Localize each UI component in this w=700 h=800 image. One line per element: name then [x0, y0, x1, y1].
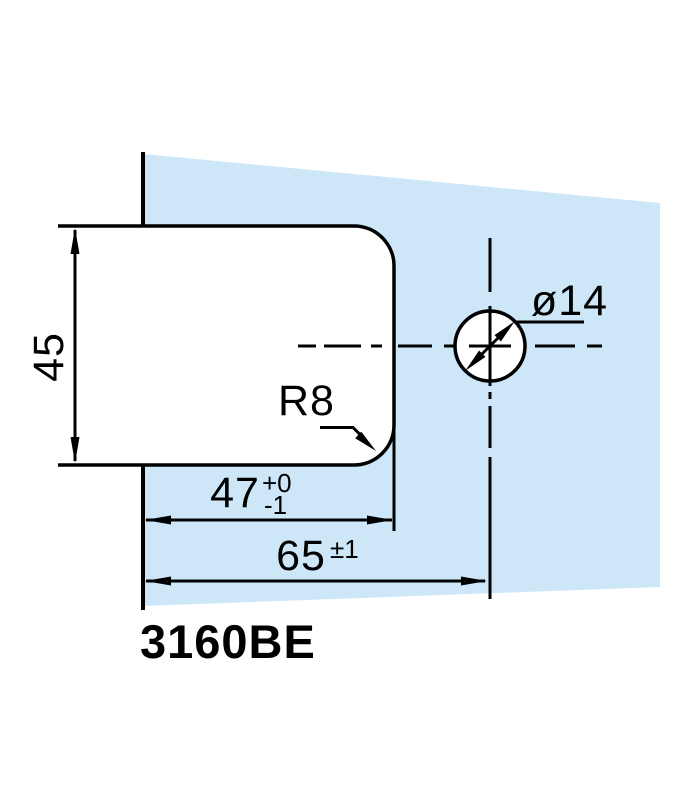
cutout-area — [58, 226, 394, 465]
dimension-45: 45 — [25, 228, 80, 463]
radius-leader — [320, 426, 364, 438]
hole-diameter-label: ø14 — [531, 277, 608, 325]
hole-diameter-arrow — [465, 320, 584, 371]
dimension-47-tolerance-lower: -1 — [264, 490, 287, 520]
part-number-label: 3160BE — [140, 615, 316, 668]
cutout-outline — [58, 224, 396, 467]
radius-callout: R8 — [278, 377, 376, 451]
dimension-45-label: 45 — [25, 332, 73, 382]
dimension-47: 47 +0 -1 — [145, 418, 396, 531]
dimension-65-tolerance: ±1 — [330, 534, 359, 564]
dimension-65: 65 ±1 — [145, 532, 487, 586]
dimension-65-label: 65 — [276, 532, 326, 580]
dimension-47-tolerance-upper: +0 — [262, 468, 292, 498]
dimension-47-label: 47 — [210, 469, 260, 517]
radius-label: R8 — [278, 377, 335, 425]
